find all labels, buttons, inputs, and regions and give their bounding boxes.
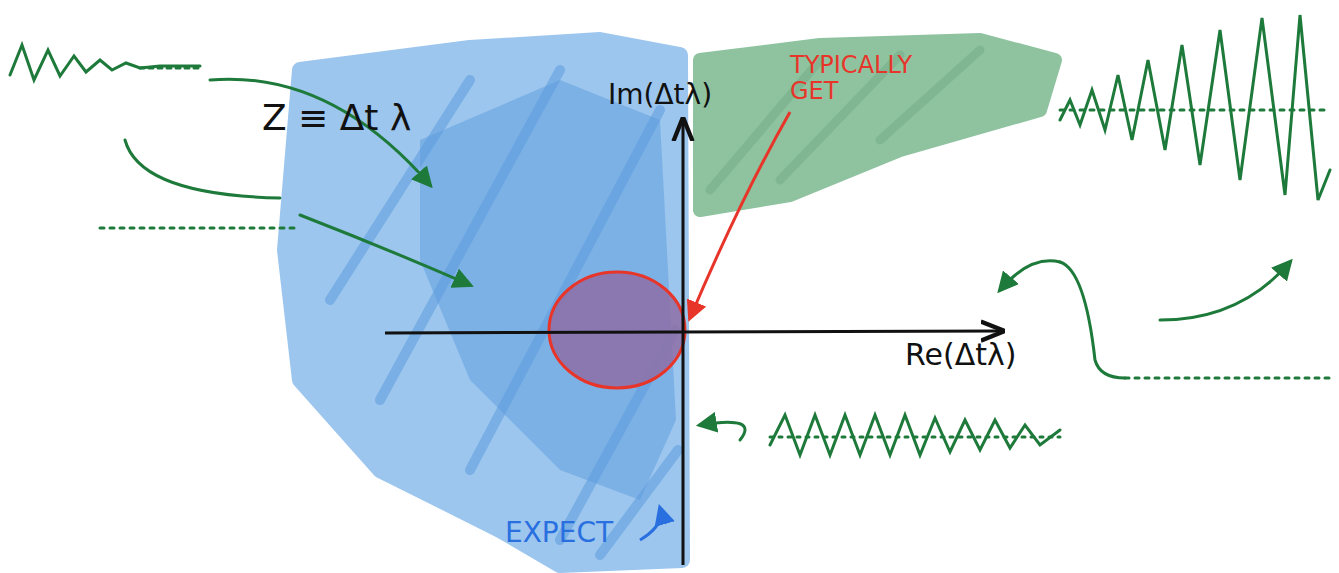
variable-definition: Z ≡ Δt λ [262,98,411,138]
typical-outline [549,272,685,388]
solution-sketches [10,15,1330,455]
axis-label: Re(Δtλ) [905,338,1016,371]
axis-label: Im(Δtλ) [608,80,712,111]
unstable-region [700,40,1055,210]
imag-axis [682,122,685,565]
real-axis [385,331,1000,333]
leader-line [690,112,790,318]
callout-note: TYPICALLY GET [790,52,920,105]
typical-region [549,272,685,388]
region-note: EXPECT [505,518,613,549]
leader-line [640,508,661,540]
